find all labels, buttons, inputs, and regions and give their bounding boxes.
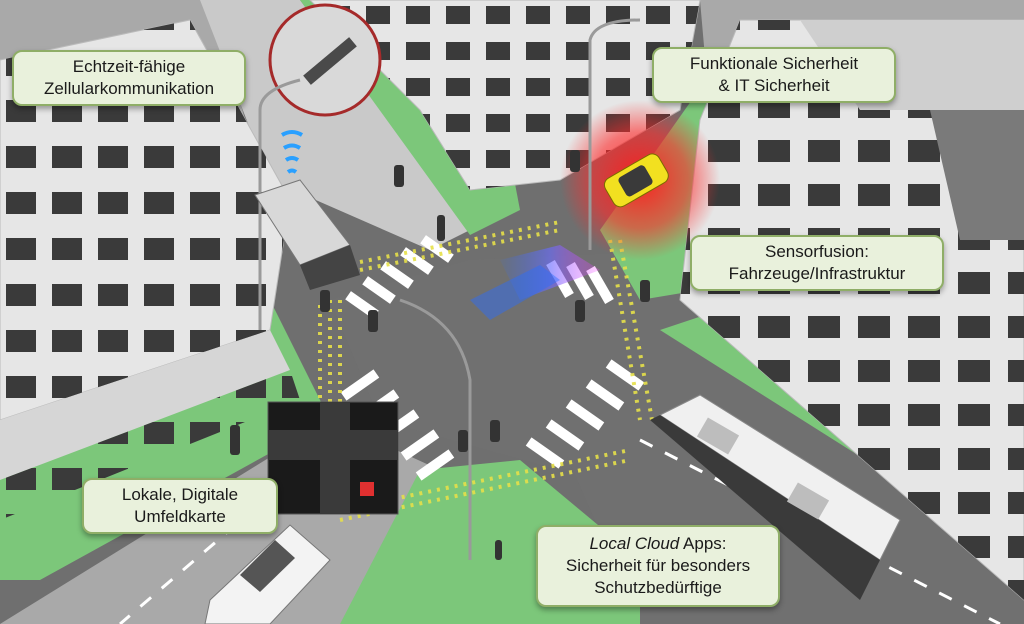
label-cloud-italic: Local Cloud	[589, 534, 680, 553]
label-local-cloud-apps: Local Cloud Apps: Sicherheit für besonde…	[536, 525, 780, 607]
building-left	[0, 19, 300, 520]
label-cloud-line1: Local Cloud Apps:	[589, 533, 726, 555]
pedestrians	[230, 215, 502, 560]
digital-map-inset	[267, 401, 399, 515]
label-cellular-communication: Echtzeit-fähige Zellularkommunikation	[12, 50, 246, 106]
label-safety-line1: Funktionale Sicherheit	[689, 54, 859, 73]
label-cloud-apps: Apps:	[679, 534, 727, 553]
label-sensor-line2: Fahrzeuge/Infrastruktur	[728, 264, 906, 283]
street-lights	[258, 18, 641, 560]
label-map-line2: Umfeldkarte	[134, 507, 226, 526]
white-car	[204, 524, 331, 624]
label-cloud-line3: Schutzbedürftige	[594, 578, 722, 597]
label-safety-line2: & IT Sicherheit	[718, 76, 830, 95]
bus	[650, 394, 901, 600]
sidewalk-north	[200, 0, 470, 250]
delivery-truck	[254, 179, 360, 290]
label-functional-safety: Funktionale Sicherheit & IT Sicherheit	[652, 47, 896, 103]
label-cellular-line2: Zellularkommunikation	[43, 79, 215, 98]
label-map-line1: Lokale, Digitale	[121, 485, 239, 504]
sensor-beams	[470, 245, 600, 320]
label-digital-map: Lokale, Digitale Umfeldkarte	[82, 478, 278, 534]
traffic-lights	[320, 150, 650, 452]
yellow-car	[603, 153, 669, 208]
label-sensor-fusion: Sensorfusion: Fahrzeuge/Infrastruktur	[690, 235, 944, 291]
antenna-zoom-icon	[268, 3, 382, 117]
label-cloud-line2: Sicherheit für besonders	[565, 556, 751, 575]
label-cellular-line1: Echtzeit-fähige	[72, 57, 186, 76]
cellular-waves-icon	[280, 130, 304, 174]
label-sensor-line1: Sensorfusion:	[765, 242, 869, 261]
